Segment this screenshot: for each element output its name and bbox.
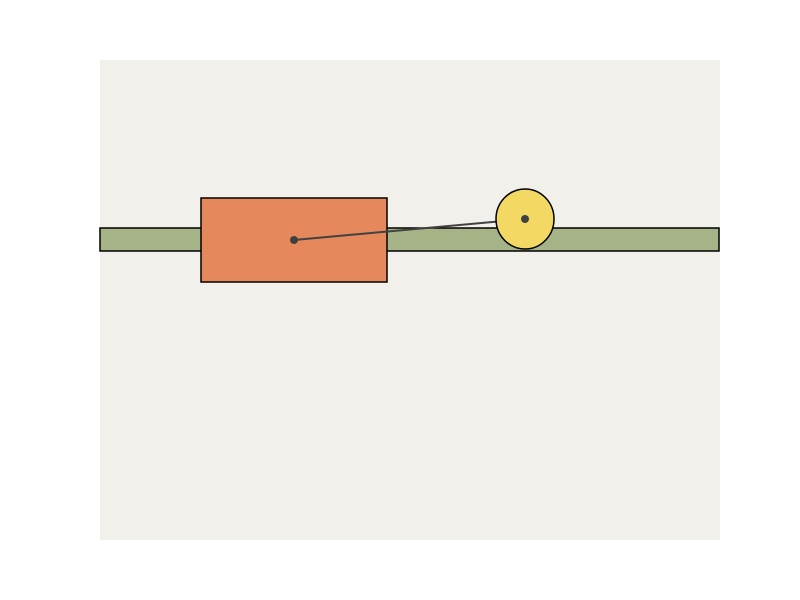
arena: [100, 60, 720, 540]
pole-rod: [293, 218, 526, 241]
cart-pivot-joint: [290, 236, 298, 244]
pole-tip-joint: [521, 215, 529, 223]
track-rail: [99, 227, 720, 252]
